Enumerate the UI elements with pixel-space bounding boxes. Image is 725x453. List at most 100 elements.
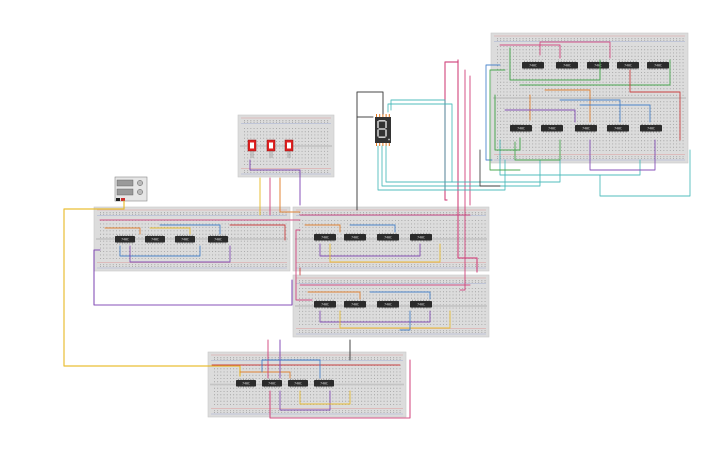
ic-pin [520,131,522,133]
ic-pin [390,307,392,309]
seven-seg-pin [385,114,387,117]
ic-chip: 74HC [145,234,165,244]
ic-pin [124,242,126,244]
ic-pin [622,123,624,125]
ic-body [541,125,563,132]
ic-pin [545,123,547,125]
ic-pin [379,240,380,242]
ic-pin [560,60,562,62]
wire [104,227,141,235]
ic-pin [214,242,216,244]
wire [299,390,351,405]
ic-pin [330,386,332,388]
ic-chip: 74HC [377,232,399,242]
wire [485,64,501,161]
ic-chip: 74HC [522,60,544,70]
ic-pin [420,307,422,309]
ic-pin [359,240,361,242]
wire [319,243,421,257]
power-supply-display [116,188,134,196]
ic-pin [649,68,650,70]
ic-pin [593,131,595,133]
ic-pin [240,378,242,380]
ic-pin [635,68,637,70]
ic-pin [271,378,273,380]
ic-pin [524,68,525,70]
ic-pin [186,234,188,236]
wires-layer [63,41,691,419]
ic-pin [526,60,528,62]
ic-pin [210,242,211,244]
ic-pin [387,299,389,301]
ic-pin [159,234,161,236]
ic-pin [654,68,656,70]
ic-label: 74HC [563,63,571,67]
wire [339,310,451,329]
ic-pin [318,299,320,301]
ic-pin [384,307,386,309]
wire [499,139,641,176]
ic-pin [240,386,242,388]
ic-pin [577,123,578,125]
ic-pin [614,131,616,133]
ic-pin [238,386,239,388]
ic-pin [381,232,383,234]
ic-pin [384,240,386,242]
ic-pin [179,242,181,244]
ic-pin [665,68,667,70]
ic-pin [412,299,413,301]
ic-label: 74HC [321,235,329,239]
ic-pin [124,234,126,236]
ic-pin [569,60,571,62]
ic-pin [428,232,430,234]
ic-pin [362,232,364,234]
ic-pin [523,123,525,125]
ic-pin [589,68,590,70]
ic-pin [156,234,158,236]
wire [239,371,291,379]
ic-pin [316,378,317,380]
ic-pin [554,131,556,133]
ic-pin [224,234,226,236]
ic-body [344,234,366,241]
ic-pin [161,242,163,244]
ic-pin [423,307,425,309]
ic-body [410,234,432,241]
ic-pin [554,123,556,125]
led-lens [287,142,291,149]
ic-chip: 74HC [314,378,334,388]
seven-seg-segment [378,128,386,130]
ic-pin [532,60,534,62]
wire [329,243,441,263]
ic-body [377,301,399,308]
ic-body [115,236,135,243]
ic-pin [528,131,530,133]
wire [307,291,361,300]
ic-pin [321,240,323,242]
ic-pin [647,131,649,133]
breadboard [490,32,689,164]
ic-body [575,125,597,132]
ic-chip: 74HC [344,232,366,242]
ic-pin [423,232,425,234]
ic-label: 74HC [320,381,328,385]
ic-pin [129,234,131,236]
ic-label: 74HC [351,302,359,306]
ic-pin [609,123,610,125]
ic-pin [379,299,380,301]
ic-pin [384,232,386,234]
ic-pin [420,299,422,301]
wire [249,159,301,206]
ic-pin [647,123,649,125]
ic-pin [147,242,148,244]
ic-pin [292,378,294,380]
ic-pin [129,242,131,244]
ic-body [344,301,366,308]
wire [629,69,681,141]
ic-pin [535,60,537,62]
ic-pin [316,307,317,309]
ic-pin [517,131,519,133]
ic-pin [318,386,320,388]
ic-chip: 74HC [262,378,282,388]
ic-chip: 74HC [541,123,563,133]
